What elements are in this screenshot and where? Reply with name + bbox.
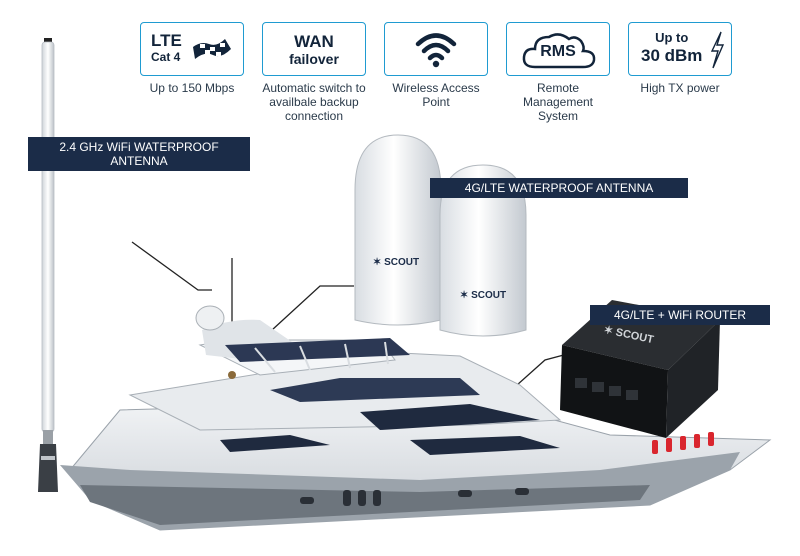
feature-txpower-box: Up to 30 dBm	[628, 22, 732, 76]
feature-rms: RMS Remote Management System	[506, 22, 610, 123]
feature-wan-box: WAN failover	[262, 22, 366, 76]
txpower-value-label: 30 dBm	[641, 46, 703, 65]
feature-lte-box: LTE Cat 4	[140, 22, 244, 76]
wifi-icon	[415, 33, 457, 68]
wifi-antenna-callout: 2.4 GHz WiFi WATERPROOF ANTENNA	[28, 137, 250, 171]
wan-label: WAN	[294, 31, 334, 51]
checkered-flag-icon	[193, 39, 231, 59]
rms-label: RMS	[540, 43, 576, 60]
feature-rms-box: RMS	[506, 22, 610, 76]
wifi-rod-antenna	[38, 38, 58, 492]
txpower-upto-label: Up to	[655, 30, 689, 45]
feature-wan: WAN failover Automatic switch to availba…	[262, 22, 366, 123]
lte-antenna-callout: 4G/LTE WATERPROOF ANTENNA	[430, 178, 688, 198]
feature-wifi-caption: Wireless Access Point	[392, 81, 480, 109]
lte-dome-antenna-left: ✶ SCOUT	[354, 134, 442, 326]
wan-failover-label: failover	[289, 50, 339, 67]
router-callout: 4G/LTE + WiFi ROUTER	[590, 305, 770, 325]
feature-rms-caption: Remote Management System	[522, 81, 594, 123]
lte-cat-label: Cat 4	[151, 50, 181, 64]
lte-label: LTE	[151, 31, 182, 50]
feature-wifi-box	[384, 22, 488, 76]
lightning-icon	[710, 31, 725, 69]
feature-txpower-caption: High TX power	[640, 81, 720, 95]
feature-wifi: Wireless Access Point	[384, 22, 488, 109]
feature-wan-caption: Automatic switch to availbale backup con…	[262, 81, 366, 123]
cloud-icon	[522, 33, 596, 69]
feature-txpower: Up to 30 dBm High TX power	[628, 22, 732, 95]
yacht	[60, 305, 772, 531]
feature-lte: LTE Cat 4 Up to 150 Mbps	[140, 22, 244, 95]
scout-logo-right: ✶ SCOUT	[460, 290, 506, 301]
scout-logo-left: ✶ SCOUT	[373, 257, 419, 268]
feature-lte-caption: Up to 150 Mbps	[149, 81, 235, 95]
